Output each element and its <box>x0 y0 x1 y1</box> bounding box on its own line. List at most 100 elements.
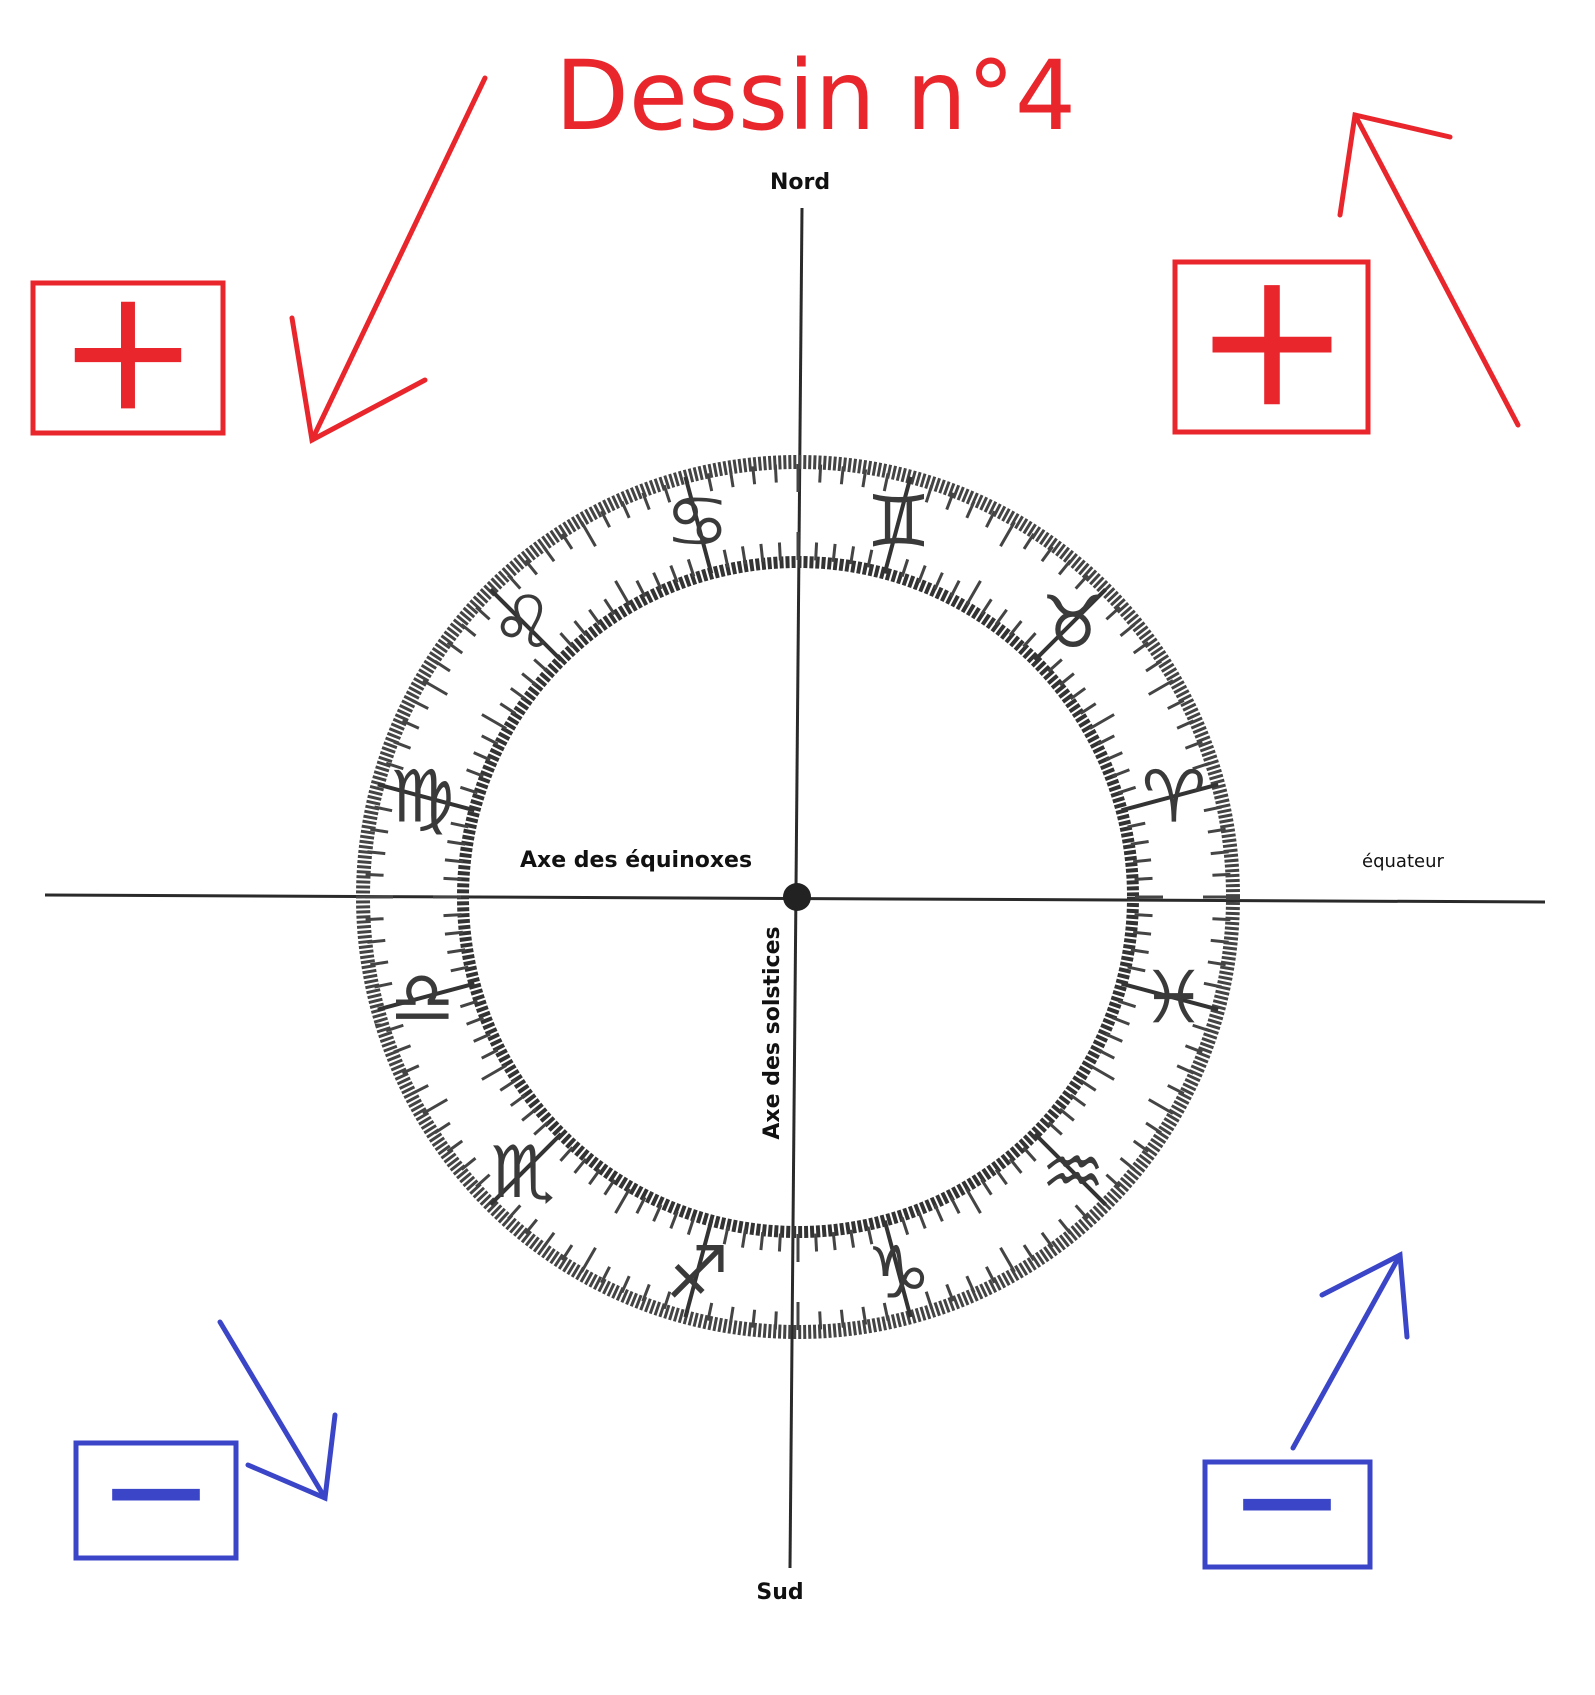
outer-tick <box>411 1084 429 1095</box>
outer-tick <box>1058 1218 1072 1235</box>
outer-tick <box>393 740 412 750</box>
outer-tick <box>446 641 464 655</box>
inner-tick <box>949 580 961 598</box>
inner-tick <box>1134 913 1153 918</box>
inner-tick <box>509 1093 527 1107</box>
plus-sign: + <box>1192 228 1351 449</box>
outer-tick <box>580 521 597 548</box>
inner-tick <box>686 558 696 577</box>
inner-tick <box>473 751 491 762</box>
inner-tick <box>459 999 478 1009</box>
outer-tick <box>773 1311 778 1330</box>
plus-box-upper-left: + <box>30 251 226 449</box>
inner-tick <box>814 1233 819 1252</box>
outer-tick <box>1212 872 1231 877</box>
south-label: Sud <box>756 1580 804 1605</box>
outer-tick <box>641 492 651 511</box>
outer-tick <box>367 938 386 944</box>
inner-tick <box>533 658 549 673</box>
outer-tick <box>507 574 522 590</box>
outer-tick <box>411 699 429 710</box>
inner-tick <box>1069 1093 1087 1107</box>
ring-outer-edge <box>356 455 1240 1339</box>
inner-tick <box>521 1107 538 1122</box>
outer-tick <box>446 1139 464 1153</box>
outer-tick <box>1145 659 1162 673</box>
inner-tick <box>917 565 927 583</box>
equator-label: équateur <box>1362 851 1444 872</box>
inner-tick <box>652 572 663 590</box>
inner-tick <box>900 1217 910 1236</box>
inner-tick <box>1112 1016 1130 1026</box>
center-mark <box>783 883 811 911</box>
inner-tick <box>559 1146 574 1162</box>
inner-tick <box>980 1178 993 1196</box>
solstice-axis-label: Axe des solstices <box>760 926 785 1140</box>
outer-tick <box>1176 719 1195 730</box>
leo-glyph-icon: ♌ <box>491 580 556 664</box>
outer-tick <box>662 1291 672 1310</box>
minus-box-lower-right: − <box>1202 1420 1373 1583</box>
zodiac-ring: ♊♋♌♍♎♏♐♑♒♓♈♉ <box>356 455 1240 1339</box>
aries-glyph-icon: ♈ <box>1141 754 1206 838</box>
outer-tick <box>662 484 672 503</box>
outer-tick <box>1145 1121 1162 1135</box>
equinox-axis-label: Axe des équinoxes <box>520 848 753 873</box>
outer-tick <box>1132 641 1150 655</box>
inner-tick <box>686 1217 696 1236</box>
outer-tick <box>999 521 1016 548</box>
inner-tick <box>603 598 616 616</box>
inner-tick <box>965 1188 982 1214</box>
outer-tick <box>422 1098 449 1115</box>
sign-divider <box>1121 981 1219 1012</box>
outer-tick <box>1022 533 1036 550</box>
inner-tick <box>635 1196 647 1214</box>
arrow-lower-left-head <box>245 1412 338 1502</box>
outer-tick <box>945 492 955 511</box>
outer-tick <box>985 510 996 528</box>
inner-tick <box>669 1211 679 1229</box>
sign-divider <box>377 782 475 813</box>
diagram-title: Dessin n°4 <box>555 40 1076 152</box>
inner-tick <box>481 1048 499 1060</box>
outer-tick <box>861 1306 868 1325</box>
minus-sign: − <box>97 1410 214 1573</box>
minus-arrows <box>217 1251 1410 1502</box>
outer-tick <box>374 981 393 989</box>
outer-tick <box>524 1218 538 1235</box>
inner-tick <box>588 608 602 626</box>
sign-divider <box>1033 587 1108 662</box>
outer-tick <box>1105 1173 1121 1188</box>
outer-tick <box>620 1275 631 1294</box>
inner-tick <box>450 965 469 973</box>
outer-tick <box>600 1266 611 1284</box>
outer-tick <box>524 559 538 576</box>
inner-tick <box>614 580 631 606</box>
inner-tick <box>1097 734 1115 746</box>
arrow-upper-right <box>1352 112 1521 428</box>
outer-tick <box>600 510 611 528</box>
inner-tick <box>1058 672 1075 687</box>
libra-glyph-icon: ♎ <box>390 956 455 1040</box>
inner-tick <box>559 632 574 648</box>
inner-tick <box>1132 858 1152 864</box>
outer-tick <box>1119 1157 1136 1171</box>
arrow-upper-left-head <box>289 315 428 444</box>
outer-tick <box>773 464 778 483</box>
inner-tick <box>669 565 679 583</box>
inner-tick <box>499 1079 517 1092</box>
inner-tick <box>444 930 464 936</box>
inner-tick <box>1022 632 1037 648</box>
outer-tick <box>641 1283 651 1302</box>
outer-tick <box>1210 850 1229 856</box>
inner-tick <box>722 549 730 568</box>
outer-tick <box>393 1044 412 1054</box>
inner-tick <box>447 839 466 846</box>
inner-tick <box>1127 821 1146 829</box>
outer-tick <box>818 464 823 483</box>
outer-tick <box>1132 1139 1150 1153</box>
inner-tick <box>1105 1032 1123 1043</box>
inner-tick <box>603 1178 616 1196</box>
outer-tick <box>1203 981 1222 989</box>
inner-tick <box>481 713 507 730</box>
